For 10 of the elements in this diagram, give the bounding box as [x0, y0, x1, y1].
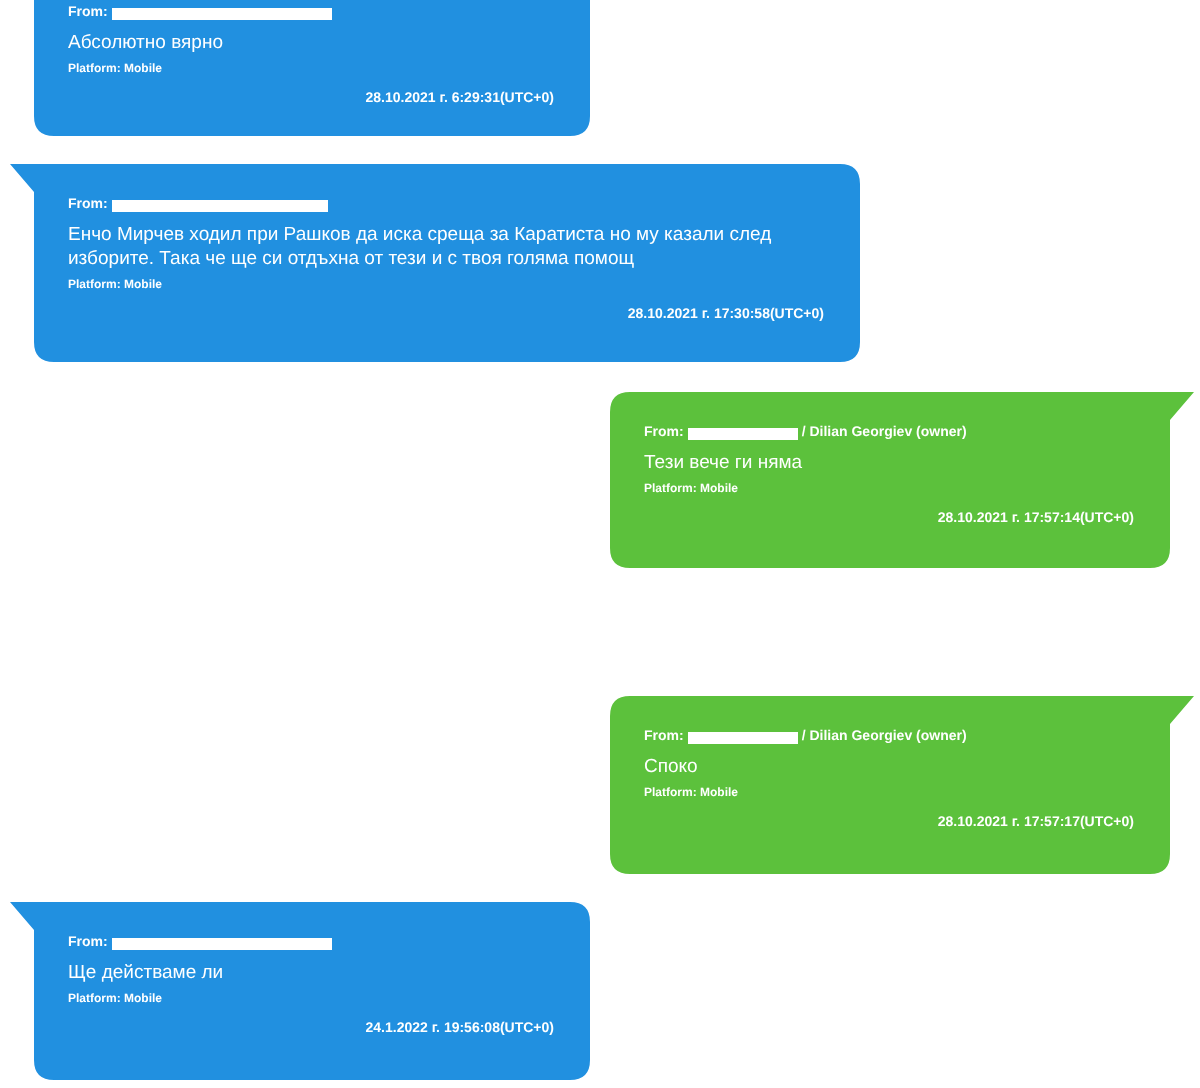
message-text: Енчо Мирчев ходил при Рашков да иска среща за Каратиста но му казали след изборите. Така че ще си отдъхна от тези и с твоя голяма помощ	[68, 224, 774, 272]
message-bubble	[10, 164, 860, 362]
message-bubble	[34, 0, 590, 136]
message-text: Абсолютно вярно	[68, 32, 225, 56]
message-bubble	[610, 392, 1194, 568]
message-bubble	[610, 696, 1194, 874]
message-bubble	[10, 902, 590, 1080]
message-text: Ще действаме ли	[68, 962, 226, 986]
message-text: Тези вече ги няма	[644, 452, 805, 476]
message-text: Споко	[644, 756, 700, 780]
